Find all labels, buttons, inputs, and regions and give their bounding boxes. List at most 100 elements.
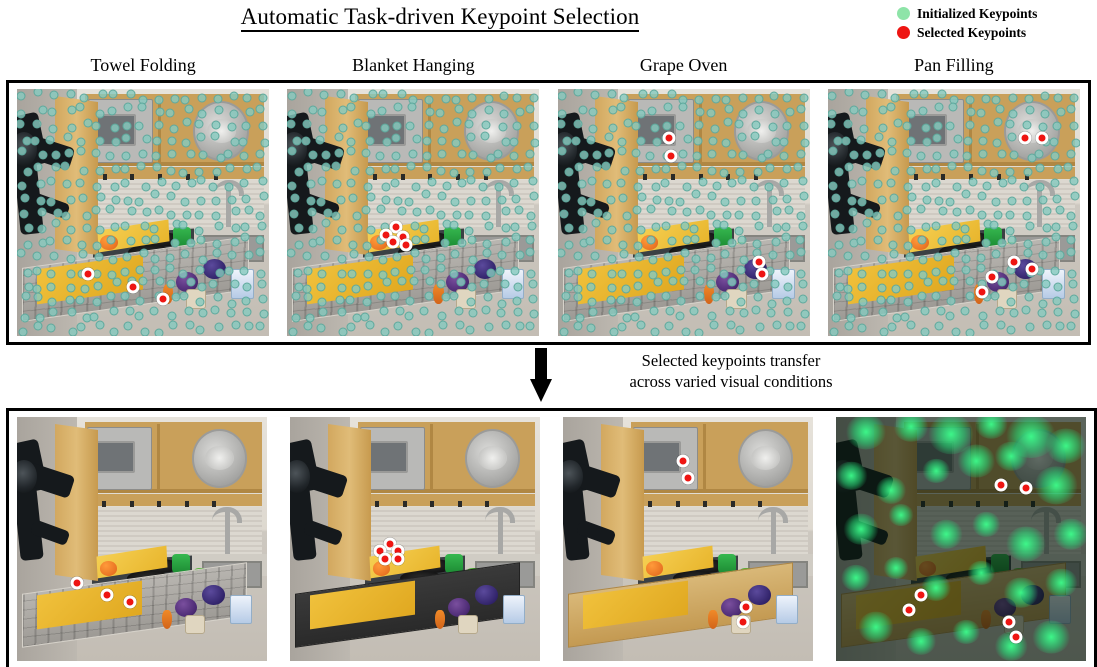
hook-rail [357,493,535,507]
toy-block [996,289,1017,309]
robot-arm [17,111,85,267]
legend: Initialized Keypoints Selected Keypoints [893,4,1093,42]
scene [563,417,813,661]
blue-carton [1042,269,1065,299]
orange-fruit [918,560,936,576]
orange-fruit [645,560,663,576]
faucet-neck [766,182,772,233]
robot-joint [290,459,310,493]
robot-arm [17,438,85,592]
selected-keypoint [386,235,400,249]
selected-keypoint [378,552,392,566]
pan [193,101,249,161]
selected-keypoint [391,552,404,566]
robot-arm [557,111,626,267]
selected-keypoint [752,255,766,269]
selected-keypoint [755,267,769,281]
cabinet-divider [976,424,979,493]
hook-rail [84,493,262,507]
microwave-window [639,441,681,474]
selected-keypoint [156,292,170,306]
toy-block [185,289,206,309]
faucet-neck [226,182,232,233]
selected-keypoint [81,267,95,281]
blue-carton [775,595,798,625]
robot-arm [836,438,904,592]
transfer-row-frame [6,408,1097,667]
grapes-dark [1021,585,1044,605]
selected-keypoint [1019,481,1033,495]
microwave-oven [628,98,694,164]
transition-block: Selected keypoints transfer across varie… [0,348,1097,406]
scene [827,89,1080,336]
panel-initialization-row-0[interactable] [17,89,269,336]
carrot [703,284,714,304]
cabinet-divider [157,424,160,493]
figure-title-text: Automatic Task-driven Keypoint Selection [240,4,640,32]
faucet-neck [770,509,776,559]
selected-keypoint [914,588,928,602]
selected-keypoint [994,478,1008,492]
panel-initialization-row-1[interactable] [287,89,540,336]
selected-keypoint [1009,630,1023,644]
microwave-window [904,113,947,146]
column-header-towel-folding: Towel Folding [90,55,196,75]
selected-keypoint [1018,131,1032,145]
pan [738,429,793,488]
legend-label-selected: Selected Keypoints [917,24,1027,40]
microwave-window [93,441,135,474]
selected-keypoint [1007,255,1021,269]
orange-fruit [100,234,118,250]
blue-carton [229,595,252,625]
cabinet-divider [428,96,432,166]
toy-block [457,614,478,635]
selected-keypoint [664,149,678,163]
scene [17,417,267,661]
scene [290,417,540,661]
hook-rail [630,493,808,507]
selected-keypoint [739,600,752,614]
blue-carton [771,269,795,299]
column-header-pan-filling: Pan Filling [914,55,994,75]
panel-transfer-row-2[interactable] [563,417,813,661]
faucet-neck [224,509,230,559]
faucet-neck [496,182,502,233]
panel-initialization-row-2[interactable] [557,89,810,336]
pan [1004,101,1060,161]
carrot [433,284,444,304]
legend-label-initialized: Initialized Keypoints [917,5,1038,21]
initialization-row-frame [6,80,1091,345]
selected-keypoint [985,270,999,284]
red-dot-icon [897,26,910,39]
pan [463,101,520,161]
microwave-window [366,441,408,474]
selected-keypoint [399,238,413,252]
selected-keypoint [123,595,136,609]
blue-carton [231,269,254,299]
cabinet-divider [969,96,973,166]
panel-transfer-row-3[interactable] [836,417,1086,661]
panel-transfer-row-1[interactable] [290,417,540,661]
legend-item-selected: Selected Keypoints [893,23,1093,42]
transfer-panel-strip [17,417,1086,661]
blue-carton [502,595,525,625]
robot-joint [836,459,856,493]
panel-transfer-row-0[interactable] [17,417,267,661]
selected-keypoint [1025,262,1039,276]
hook-rail [903,493,1081,507]
hook-rail [85,166,264,180]
selected-keypoint [126,280,140,294]
hook-rail [896,166,1075,180]
column-header-grape-oven: Grape Oven [639,55,728,75]
initialization-panel-strip [17,89,1080,336]
faucet-neck [1043,509,1049,559]
panel-initialization-row-3[interactable] [827,89,1080,336]
pan [1011,429,1066,488]
robot-arm [563,438,631,592]
hook-rail [625,166,805,180]
robot-arm [287,111,355,267]
robot-arm [827,111,896,267]
grapes-dark [748,585,771,605]
transition-caption-line2: across varied visual conditions [629,372,833,391]
scene [287,89,540,336]
